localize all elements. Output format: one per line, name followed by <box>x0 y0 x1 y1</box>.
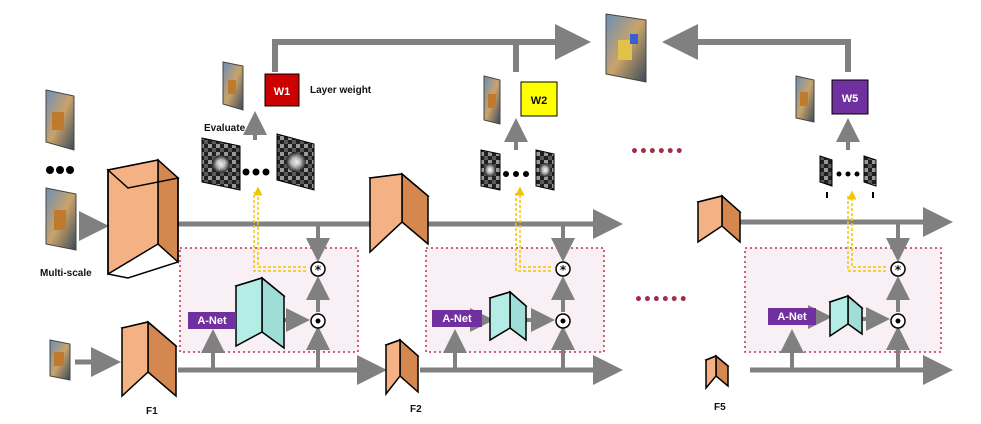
heatmaps-1 <box>201 133 315 191</box>
svg-text:*: * <box>560 263 567 277</box>
feature-label-f5: F5 <box>714 402 726 413</box>
multiscale-ellipsis <box>46 166 74 174</box>
cube-f5 <box>704 354 730 391</box>
multi-scale-label: Multi-scale <box>40 268 92 279</box>
evaluate-label: Evaluate <box>204 123 246 134</box>
weight-box-w2: W2 <box>520 81 558 117</box>
anet-label-1: A-Net <box>197 315 227 327</box>
feature-label-f1: F1 <box>146 406 158 417</box>
output-photo <box>605 13 647 83</box>
teal-block-2 <box>488 290 528 342</box>
dot-operator-2 <box>555 313 571 329</box>
multiscale-photo-mid <box>45 187 77 251</box>
layer-weight-label: Layer weight <box>310 85 372 96</box>
cube-f2 <box>384 338 420 397</box>
anet-label-5: A-Net <box>777 311 807 323</box>
heatmaps-5 <box>819 155 877 198</box>
photo-thumbnails <box>45 13 815 381</box>
eval-photo-5 <box>795 75 815 123</box>
operator-circles: * * * <box>310 261 906 329</box>
anet-label-2: A-Net <box>442 313 472 325</box>
ellipsis-top: •••••• <box>630 144 684 160</box>
teal-block-5 <box>828 294 864 338</box>
eval-photo-1 <box>222 61 244 111</box>
svg-text:W5: W5 <box>842 93 859 105</box>
multiply-operator-5: * <box>890 261 906 277</box>
svg-text:W1: W1 <box>274 86 291 98</box>
svg-text:*: * <box>895 263 902 277</box>
cube-top-1 <box>106 158 180 279</box>
heatmaps-2 <box>480 149 555 191</box>
cube-top-5 <box>696 194 742 244</box>
multiscale-photo-top <box>45 89 75 151</box>
yellow-feedback-paths <box>253 186 886 272</box>
weight-box-w5: W5 <box>831 79 869 115</box>
feature-label-f2: F2 <box>410 404 422 415</box>
cube-f1 <box>120 320 178 398</box>
cube-top-2 <box>368 172 430 254</box>
multiply-operator-1: * <box>310 261 326 277</box>
anet-box-2: A-Net <box>432 310 482 327</box>
dot-operator-5 <box>890 313 906 329</box>
dot-operator-1 <box>310 313 326 329</box>
multiply-operator-2: * <box>555 261 571 277</box>
anet-box-1: A-Net <box>188 312 236 329</box>
ellipsis-middle: •••••• <box>634 292 688 308</box>
eval-photo-2 <box>483 75 501 125</box>
weight-box-w1: W1 <box>264 73 300 107</box>
anet-box-5: A-Net <box>768 308 816 325</box>
svg-text:*: * <box>315 263 322 277</box>
svg-text:W2: W2 <box>531 95 548 107</box>
top-feedback-lines <box>272 24 851 72</box>
input-photo-f1 <box>49 339 71 381</box>
